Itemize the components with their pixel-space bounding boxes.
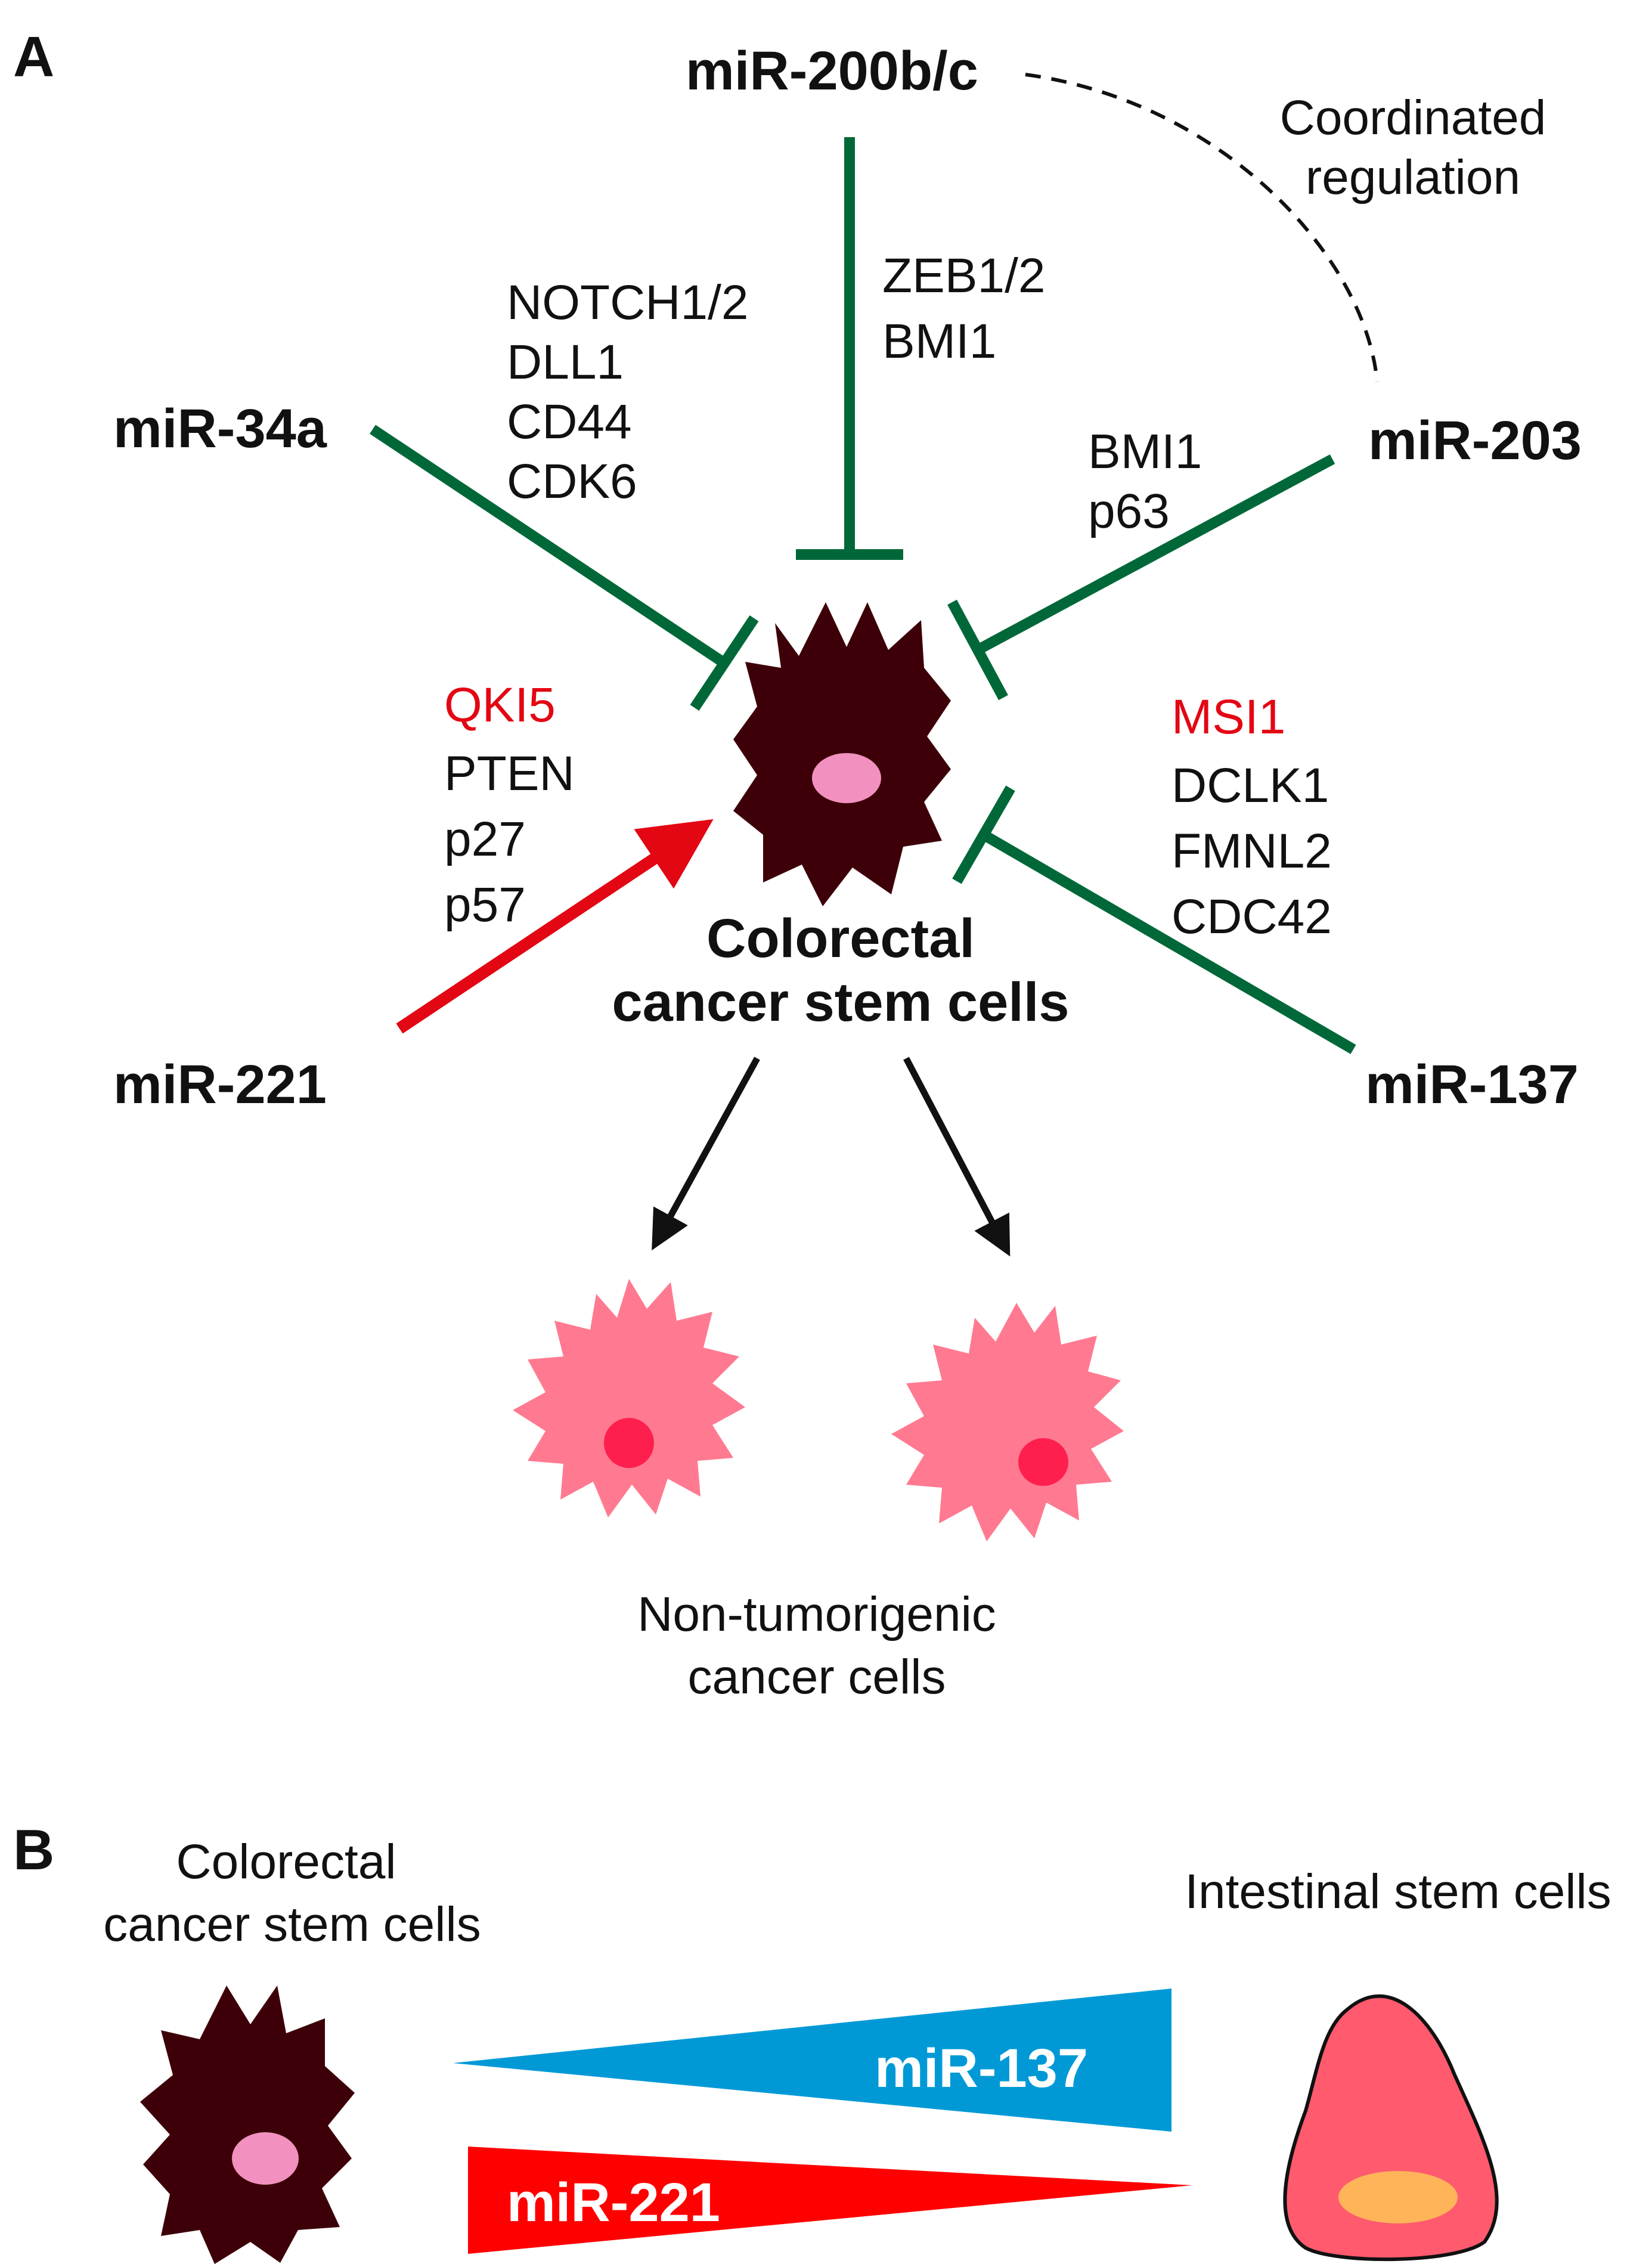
progeny-cell-left-icon bbox=[513, 1279, 745, 1517]
mir203-inhibition-bar bbox=[947, 599, 1008, 701]
mir34a-inhibition-line bbox=[370, 425, 727, 668]
intestinal-stem-cell-nucleus bbox=[1338, 2171, 1458, 2223]
mir200-label: miR-200b/c bbox=[686, 41, 978, 101]
mir137-target-1: DCLK1 bbox=[1171, 758, 1329, 813]
mir203-target-2: p63 bbox=[1088, 484, 1170, 538]
panel-a-label: A bbox=[13, 25, 54, 89]
differentiation-arrow-right bbox=[903, 1057, 1011, 1257]
mir137-target-2: FMNL2 bbox=[1171, 824, 1332, 878]
center-label-line2: cancer stem cells bbox=[612, 972, 1069, 1033]
mir221-wedge-label: miR-221 bbox=[507, 2172, 720, 2233]
panel-b-left-label-line1: Colorectal bbox=[176, 1835, 396, 1889]
panel-b-left-label-line2: cancer stem cells bbox=[103, 1897, 481, 1952]
mir137-target-3: CDC42 bbox=[1171, 890, 1332, 944]
progeny-nucleus-left bbox=[604, 1418, 654, 1468]
panel-b-right-label: Intestinal stem cells bbox=[1185, 1865, 1611, 1919]
mir203-inhibition-line bbox=[975, 454, 1335, 655]
mir221-target-1: PTEN bbox=[444, 747, 575, 801]
mir137-inhibition-bar bbox=[952, 785, 1015, 884]
mir203-target-1: BMI1 bbox=[1088, 425, 1202, 479]
mir221-label: miR-221 bbox=[113, 1054, 327, 1115]
progeny-label-line1: Non-tumorigenic bbox=[637, 1587, 996, 1642]
mir34a-target-4: CDK6 bbox=[507, 454, 637, 509]
progeny-label-line2: cancer cells bbox=[688, 1650, 946, 1704]
progeny-cell-right-icon bbox=[891, 1303, 1124, 1541]
intestinal-stem-cell-icon bbox=[1283, 1994, 1499, 2262]
mir137-inhibition-line bbox=[981, 830, 1356, 1054]
mir200-target-2: BMI1 bbox=[882, 314, 996, 368]
csc-nucleus bbox=[812, 753, 881, 803]
center-label-line1: Colorectal bbox=[706, 908, 975, 969]
mir203-label: miR-203 bbox=[1368, 410, 1582, 471]
differentiation-arrow-left bbox=[652, 1057, 760, 1250]
mir137-wedge-label: miR-137 bbox=[875, 2038, 1088, 2099]
coordinated-regulation-curve bbox=[1025, 73, 1379, 382]
mir137-label: miR-137 bbox=[1365, 1054, 1579, 1115]
mir221-activation-arrow bbox=[396, 819, 714, 1034]
mir221-target-highlight: QKI5 bbox=[444, 678, 556, 732]
progeny-nucleus-right bbox=[1018, 1438, 1068, 1486]
csc-cell-icon bbox=[733, 602, 951, 906]
inhibition-lines bbox=[370, 137, 1356, 1054]
mir200-target-1: ZEB1/2 bbox=[882, 249, 1045, 303]
coordinated-label-line2: regulation bbox=[1306, 150, 1520, 205]
mir137-wedge bbox=[453, 1989, 1171, 2132]
panel-b-label: B bbox=[13, 1818, 54, 1882]
mir137-target-highlight: MSI1 bbox=[1171, 690, 1285, 744]
panel-b-csc-cell-icon bbox=[140, 1986, 355, 2264]
mir221-wedge bbox=[468, 2147, 1192, 2254]
mir221-target-2: p27 bbox=[444, 812, 526, 866]
mir221-target-3: p57 bbox=[444, 878, 526, 932]
mir34a-target-3: CD44 bbox=[507, 395, 632, 449]
coordinated-label-line1: Coordinated bbox=[1280, 91, 1546, 145]
panel-b-csc-nucleus bbox=[232, 2132, 299, 2185]
mir34a-target-2: DLL1 bbox=[507, 335, 624, 389]
mir34a-target-1: NOTCH1/2 bbox=[507, 275, 749, 330]
mir34a-inhibition-bar bbox=[690, 615, 759, 711]
mir34a-label: miR-34a bbox=[113, 398, 327, 459]
